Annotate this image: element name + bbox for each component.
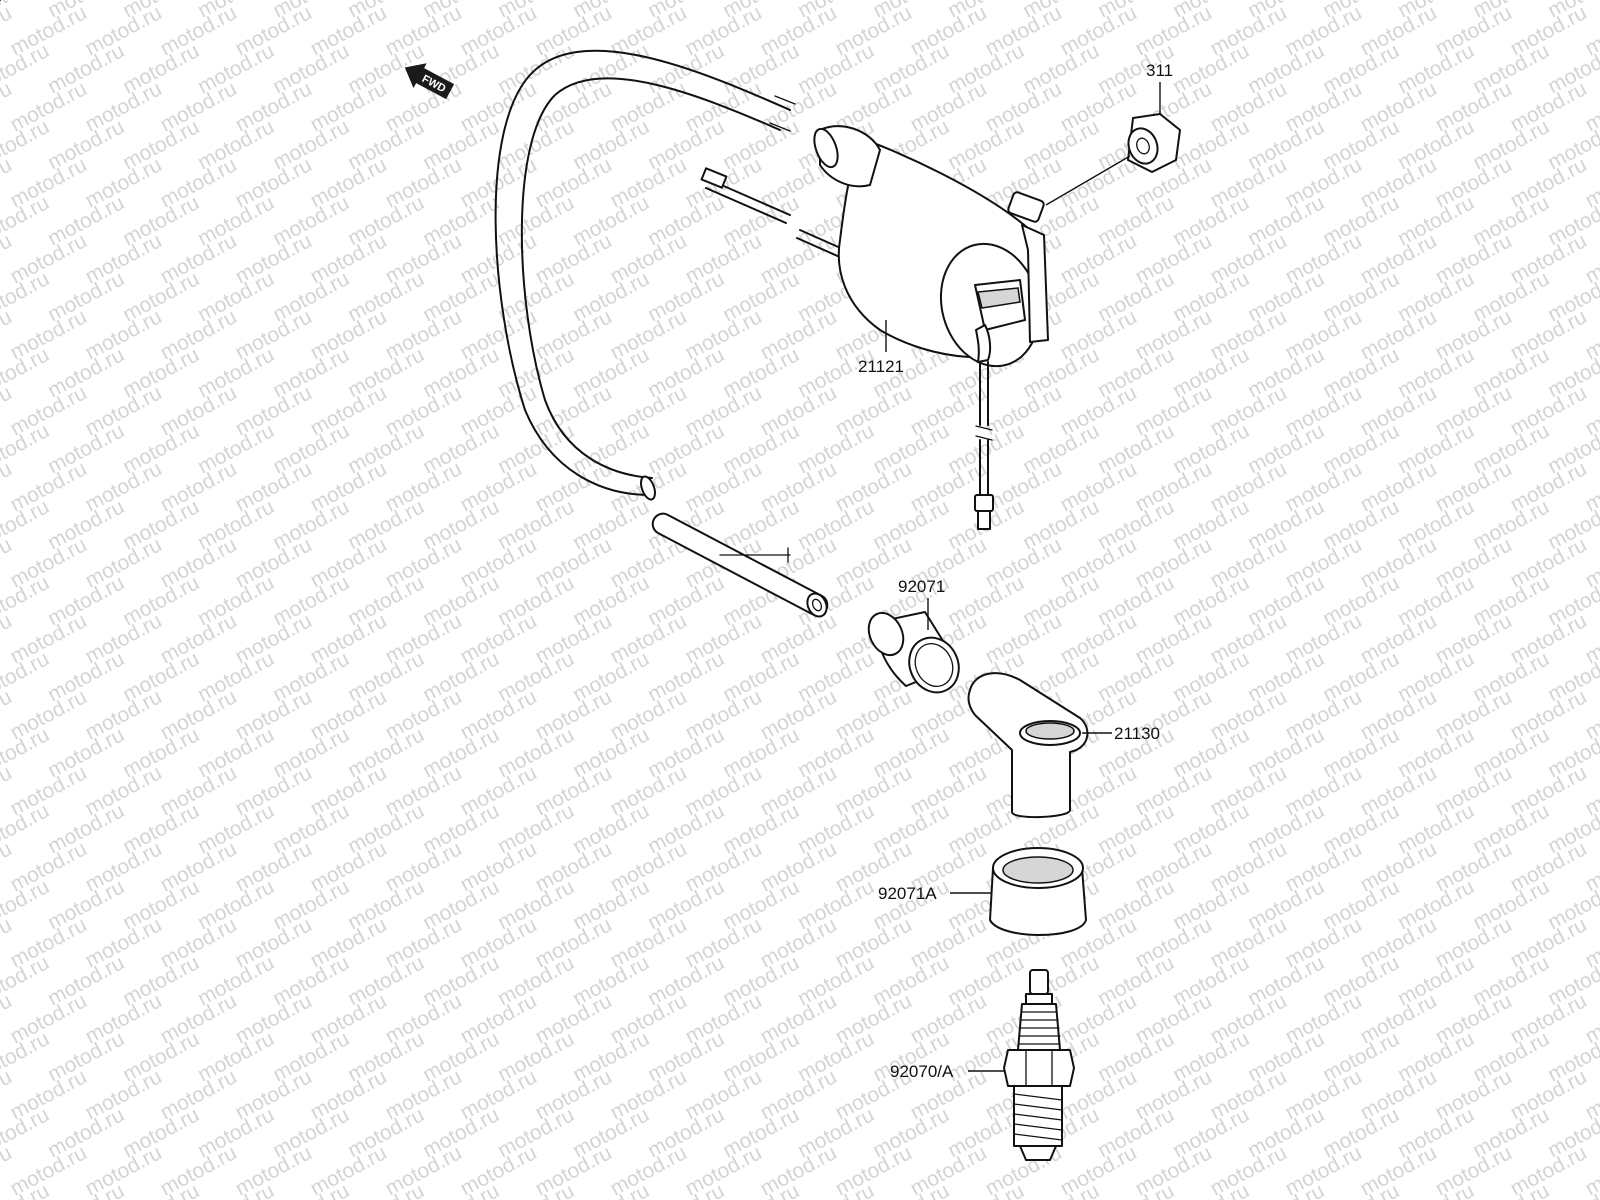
fwd-marker: FWD	[404, 63, 455, 100]
label-92071A: 92071A	[878, 884, 937, 903]
plug-cap-seal: 92071A	[878, 847, 1087, 936]
forward-arrow-icon	[404, 63, 455, 100]
label-92070A: 92070/A	[890, 1062, 954, 1081]
spark-plug: 92070/A	[890, 969, 1075, 1161]
ht-cable-segment	[651, 512, 829, 618]
nut: 311	[1045, 61, 1181, 206]
cap-seal: 92071	[867, 577, 960, 694]
label-21130: 21130	[1114, 724, 1160, 743]
label-21121: 21121	[858, 357, 904, 376]
label-311: 311	[1146, 61, 1173, 80]
ignition-coil: 21121	[0, 0, 1049, 530]
spark-plug-cap: 21130	[967, 672, 1160, 819]
ht-cable	[494, 49, 796, 501]
label-92071: 92071	[898, 577, 945, 596]
